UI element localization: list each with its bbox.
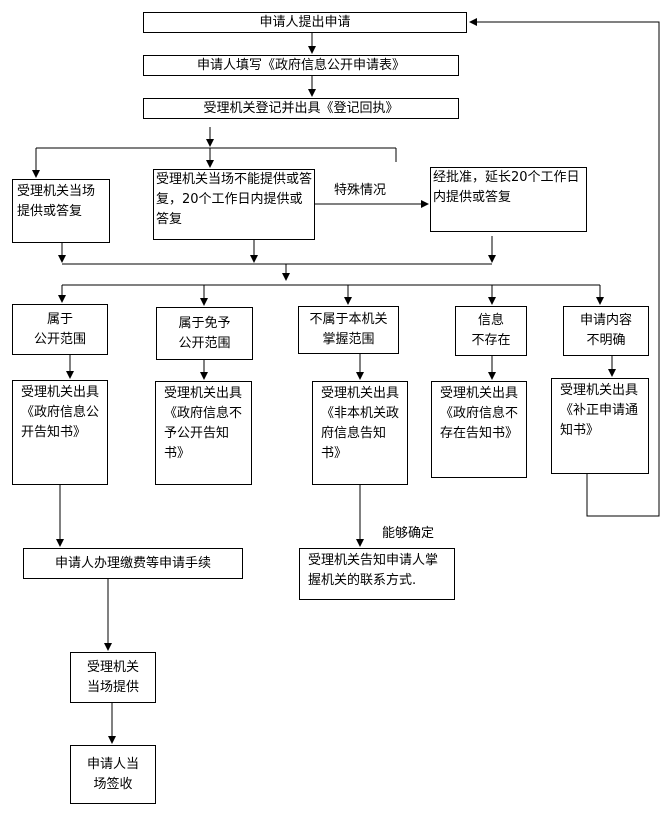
node-notice-public-text: 受理机关出具《政府信息公开告知书》 <box>21 385 100 440</box>
node-notice-not-this-text: 受理机关出具《非本机关政府信息告知书》 <box>321 386 400 461</box>
node-info-missing: 信息 不存在 <box>455 306 527 356</box>
node-notice-missing-text: 受理机关出具《政府信息不存在告知书》 <box>440 386 519 441</box>
node-notice-not-this: 受理机关出具《非本机关政府信息告知书》 <box>312 381 408 485</box>
node-sign-text: 申请人当 场签收 <box>86 756 139 792</box>
node-notice-public: 受理机关出具《政府信息公开告知书》 <box>12 380 108 485</box>
label-special: 特殊情况 <box>334 183 387 198</box>
node-fill-form: 申请人填写《政府信息公开申请表》 <box>143 55 459 76</box>
node-notice-exempt: 受理机关出具《政府信息不予公开告知书》 <box>155 381 252 485</box>
node-inform-contact: 受理机关告知申请人掌握机关的联系方式. <box>299 548 455 600</box>
node-fill-form-text: 申请人填写《政府信息公开申请表》 <box>196 57 405 73</box>
arrow-loop-back <box>469 18 660 517</box>
node-info-missing-text: 信息 不存在 <box>471 313 511 348</box>
node-apply-text: 申请人提出申请 <box>259 14 351 30</box>
label-can-determine: 能够确定 <box>382 526 435 541</box>
node-exempt-scope: 属于免予 公开范围 <box>156 307 253 360</box>
node-notice-correct-text: 受理机关出具《补正申请通知书》 <box>560 383 639 438</box>
node-notice-correct: 受理机关出具《补正申请通知书》 <box>551 378 649 474</box>
node-onsite: 受理机关当场提供或答复 <box>12 179 110 243</box>
node-twenty-days-text: 受理机关当场不能提供或答复，20个工作日内提供或答复 <box>156 172 313 227</box>
node-twenty-days: 受理机关当场不能提供或答复，20个工作日内提供或答复 <box>153 169 315 240</box>
node-not-this-org: 不属于本机关 掌握范围 <box>298 306 399 354</box>
node-notice-exempt-text: 受理机关出具《政府信息不予公开告知书》 <box>164 386 243 461</box>
node-exempt-scope-text: 属于免予 公开范围 <box>178 315 231 351</box>
node-unclear: 申请内容 不明确 <box>563 306 649 356</box>
node-not-this-org-text: 不属于本机关 掌握范围 <box>309 312 388 347</box>
node-public-scope: 属于 公开范围 <box>12 304 108 355</box>
node-notice-missing: 受理机关出具《政府信息不存在告知书》 <box>431 381 527 478</box>
node-apply: 申请人提出申请 <box>143 12 467 33</box>
node-fee: 申请人办理缴费等申请手续 <box>23 548 243 579</box>
node-public-scope-text: 属于 公开范围 <box>33 311 86 347</box>
node-onsite-text: 受理机关当场提供或答复 <box>17 184 96 219</box>
node-provide-onsite: 受理机关 当场提供 <box>70 652 156 703</box>
node-unclear-text: 申请内容 不明确 <box>579 313 632 348</box>
node-extend: 经批准，延长20个工作日内提供或答复 <box>430 167 587 232</box>
node-register: 受理机关登记并出具《登记回执》 <box>143 98 459 119</box>
node-fee-text: 申请人办理缴费等申请手续 <box>54 555 211 571</box>
node-provide-onsite-text: 受理机关 当场提供 <box>86 659 139 695</box>
node-extend-text: 经批准，延长20个工作日内提供或答复 <box>433 170 580 205</box>
node-sign: 申请人当 场签收 <box>70 745 156 804</box>
node-register-text: 受理机关登记并出具《登记回执》 <box>203 100 399 116</box>
node-inform-contact-text: 受理机关告知申请人掌握机关的联系方式. <box>308 553 439 588</box>
